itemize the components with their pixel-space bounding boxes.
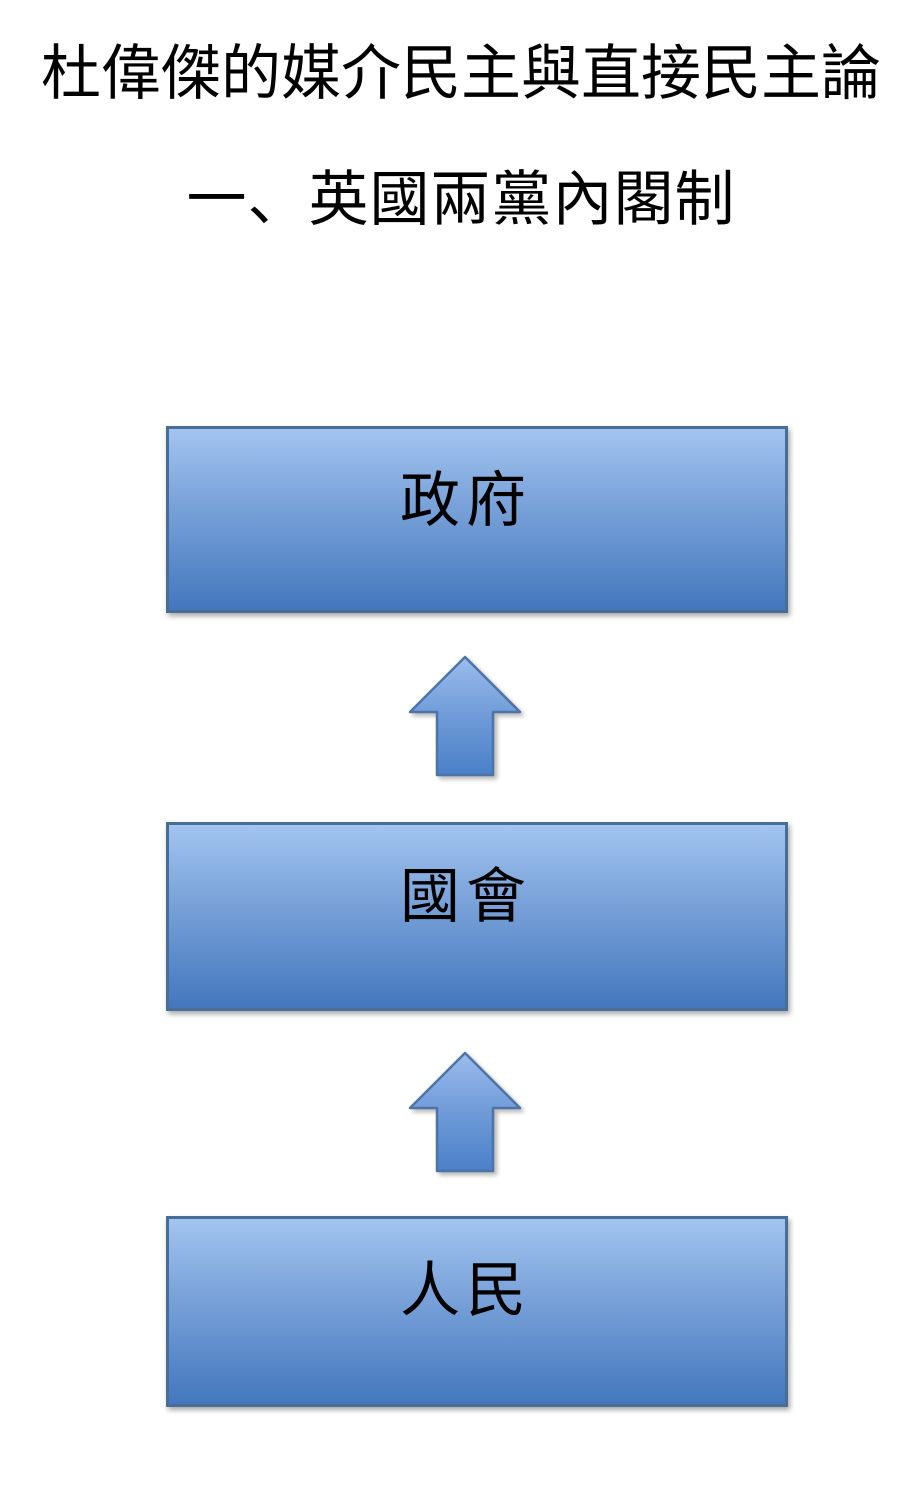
node-label-government: 政府 — [400, 468, 532, 534]
block-arrow-up-icon — [408, 655, 522, 777]
node-label-people: 人民 — [400, 1258, 532, 1324]
slide-subtitle: 一、英國兩黨內閣制 — [186, 167, 736, 233]
block-arrow-up-icon — [408, 1051, 522, 1173]
diagram-node-parliament: 國會 — [166, 822, 788, 1011]
node-label-parliament: 國會 — [400, 864, 532, 930]
diagram-node-government: 政府 — [166, 426, 788, 613]
diagram-node-people: 人民 — [166, 1216, 788, 1407]
slide-title: 杜偉傑的媒介民主與直接民主論 — [41, 41, 881, 107]
up-arrow-people-to-parliament — [407, 1050, 523, 1174]
up-arrow-parliament-to-government — [407, 654, 523, 778]
